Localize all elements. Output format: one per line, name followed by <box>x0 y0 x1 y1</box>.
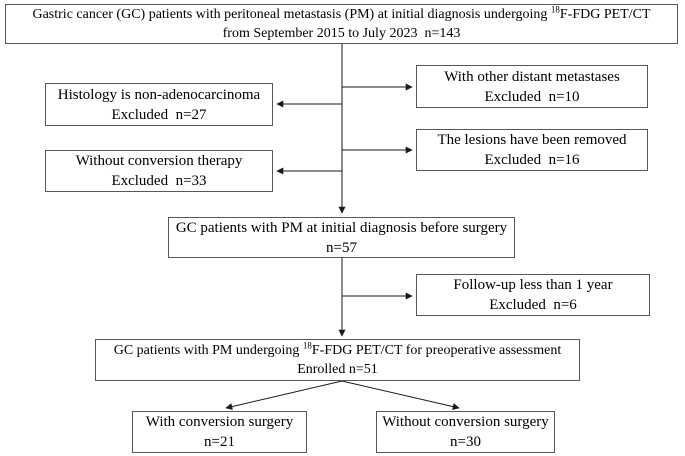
node-text-line1: Without conversion surgery <box>382 414 549 430</box>
node-text-line1: With conversion surgery <box>145 414 294 430</box>
node-text-segment: F-FDG PET/CT <box>559 7 651 22</box>
node-text-line2: n=57 <box>326 239 357 256</box>
node-text-line1: Follow-up less than 1 year <box>453 277 613 293</box>
node-with-conversion-surgery: With conversion surgery n=21 <box>132 411 307 453</box>
node-without-conversion-surgery: Without conversion surgery n=30 <box>376 411 555 453</box>
node-text-line1: GC patients with PM undergoing 18F-FDG P… <box>114 341 562 360</box>
node-text-line2: Excluded n=10 <box>484 88 580 105</box>
node-text-line2: from September 2015 to July 2023 n=143 <box>222 26 461 41</box>
node-excluded-lesions-removed: The lesions have been removed Excluded n… <box>416 129 648 171</box>
node-text-segment: GC patients with PM undergoing <box>113 343 303 358</box>
node-text-line1: Histology is non-adenocarcinoma <box>57 86 261 103</box>
node-enrolled: GC patients with PM undergoing 18F-FDG P… <box>95 339 580 381</box>
edge-enrolled-to-with-surgery <box>225 380 343 410</box>
superscript-18: 18 <box>302 340 312 351</box>
node-excluded-no-conversion-therapy: Without conversion therapy Excluded n=33 <box>45 150 273 192</box>
node-excluded-followup: Follow-up less than 1 year Excluded n=6 <box>416 274 650 316</box>
node-text-line2: n=30 <box>450 434 481 450</box>
node-excluded-histology: Histology is non-adenocarcinoma Excluded… <box>45 83 273 126</box>
node-text-segment: Gastric cancer (GC) patients with perito… <box>32 7 551 22</box>
node-text-line1: The lesions have been removed <box>437 132 627 148</box>
node-text-line2: Excluded n=27 <box>111 106 207 123</box>
node-text-line1: Without conversion therapy <box>75 153 243 169</box>
node-text-line1: GC patients with PM at initial diagnosis… <box>175 219 508 236</box>
superscript-18: 18 <box>550 4 560 15</box>
node-initial-cohort: Gastric cancer (GC) patients with perito… <box>5 4 678 44</box>
node-text-line1: Gastric cancer (GC) patients with perito… <box>32 5 650 24</box>
edge-enrolled-to-without-surgery <box>341 380 460 410</box>
node-text-line2: Excluded n=33 <box>111 173 207 189</box>
node-before-surgery: GC patients with PM at initial diagnosis… <box>168 217 515 258</box>
node-text-line2: Enrolled n=51 <box>297 362 378 377</box>
node-excluded-distant-metastases: With other distant metastases Excluded n… <box>416 65 648 108</box>
node-text-line1: With other distant metastases <box>444 68 620 85</box>
node-text-line2: Excluded n=16 <box>484 152 580 168</box>
node-text-line2: Excluded n=6 <box>489 297 577 313</box>
node-text-line2: n=21 <box>204 434 235 450</box>
node-text-segment: F-FDG PET/CT for preoperative assessment <box>311 343 562 358</box>
